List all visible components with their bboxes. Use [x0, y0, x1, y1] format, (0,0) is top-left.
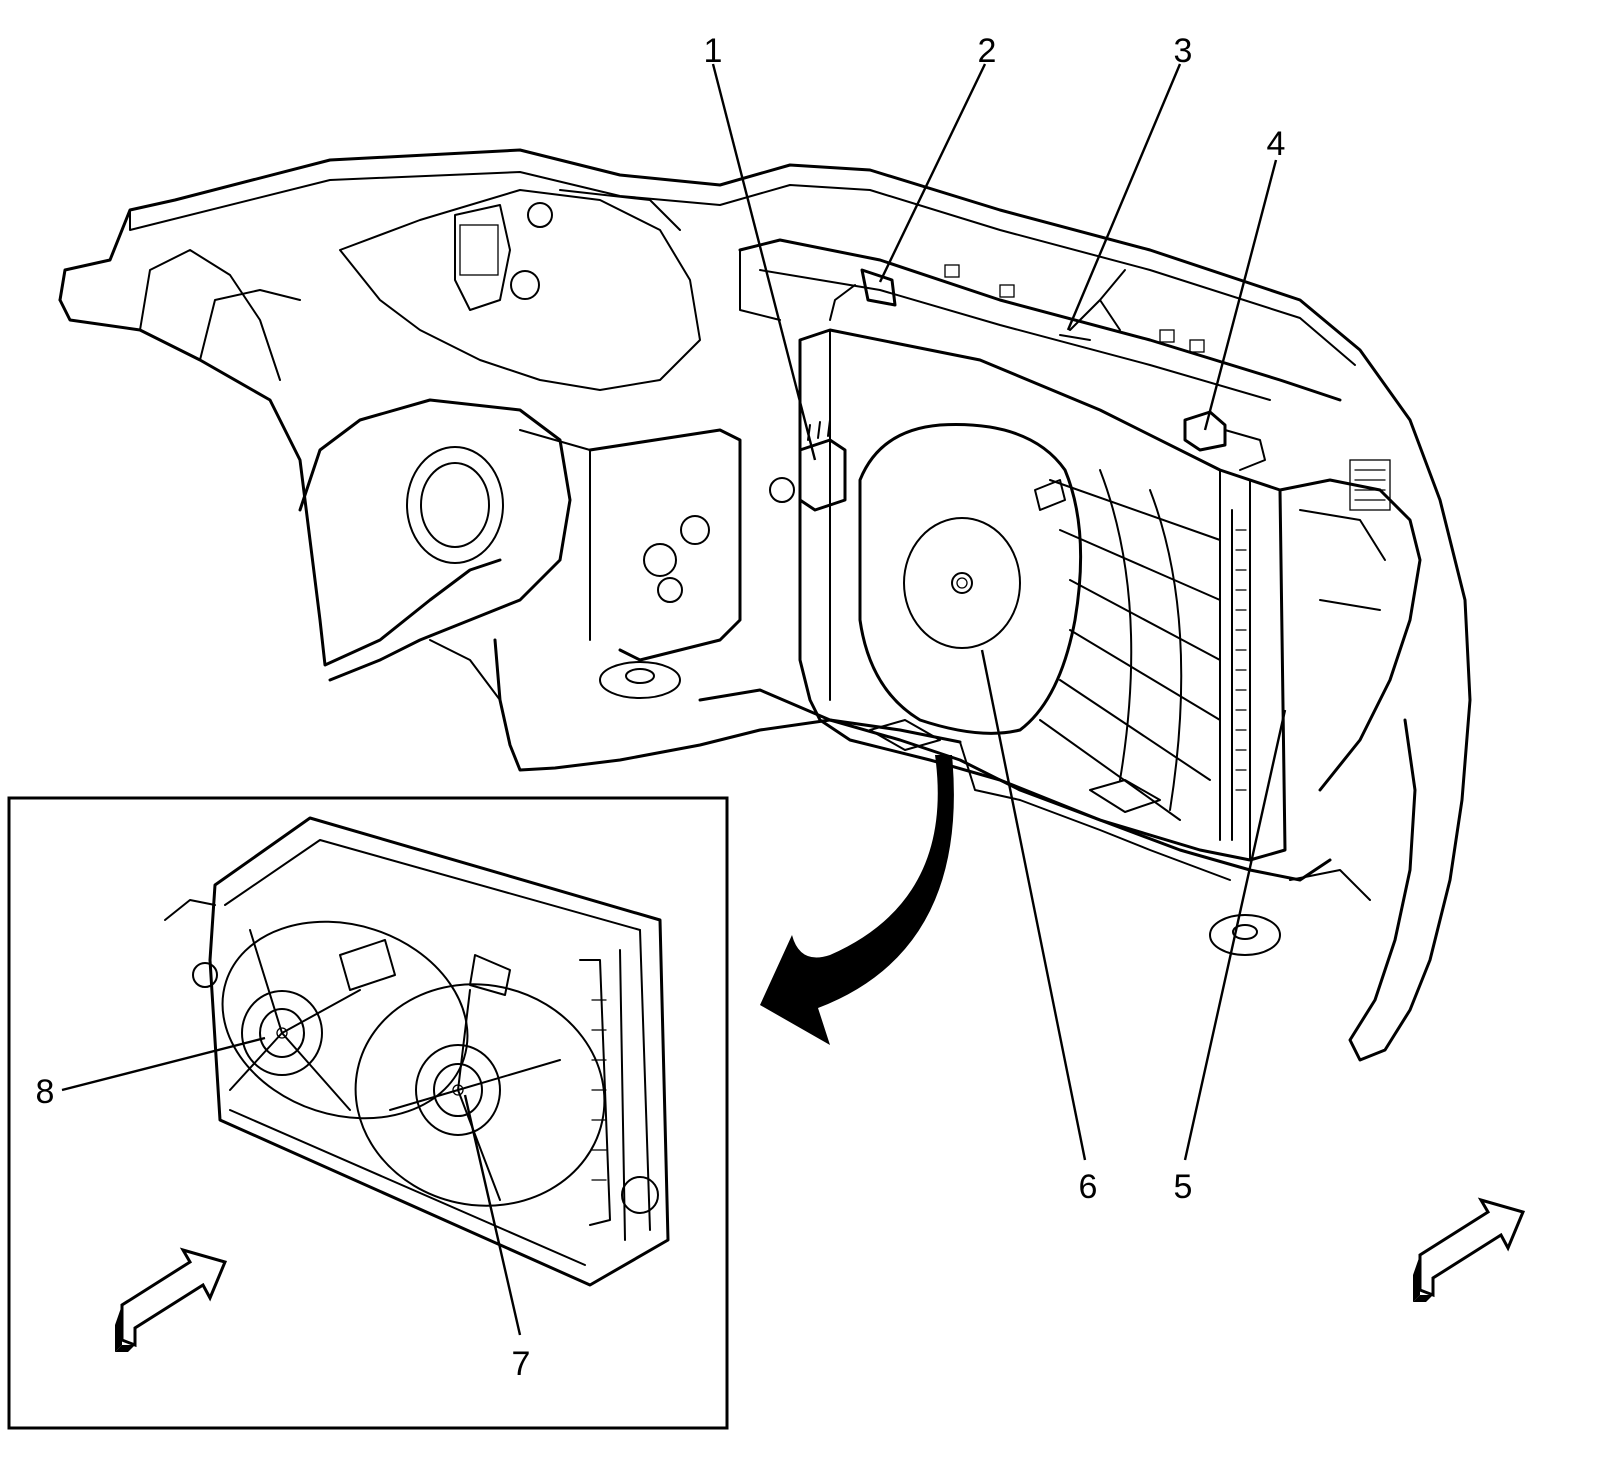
- callout-8: 8: [36, 1073, 55, 1111]
- fan-relay-connector: [769, 419, 847, 512]
- detail-inset-frame: [7, 796, 729, 1430]
- view-transition-arrow-icon: [760, 755, 954, 1045]
- callout-labels: 1 2 3 4 5 6 7 8: [36, 32, 1286, 1383]
- inset-direction-arrow-icon: [115, 1247, 228, 1352]
- harness-connector: [829, 268, 897, 321]
- radiator-fin-pattern: [1235, 529, 1247, 791]
- callout-1: 1: [704, 32, 723, 70]
- cooling-fan-disc: [858, 423, 1083, 735]
- callout-4: 4: [1267, 125, 1286, 163]
- callout-2: 2: [978, 32, 997, 70]
- inset-fan-module: [164, 816, 670, 1287]
- callout-6: 6: [1079, 1168, 1098, 1206]
- front-direction-arrow-icon: [1413, 1197, 1526, 1302]
- leader-lines: [61, 63, 1287, 1336]
- callout-5: 5: [1174, 1168, 1193, 1206]
- callout-7: 7: [512, 1345, 531, 1383]
- mounting-bracket: [1183, 410, 1266, 471]
- callout-3: 3: [1174, 32, 1193, 70]
- front-end-structure: [58, 148, 1472, 1062]
